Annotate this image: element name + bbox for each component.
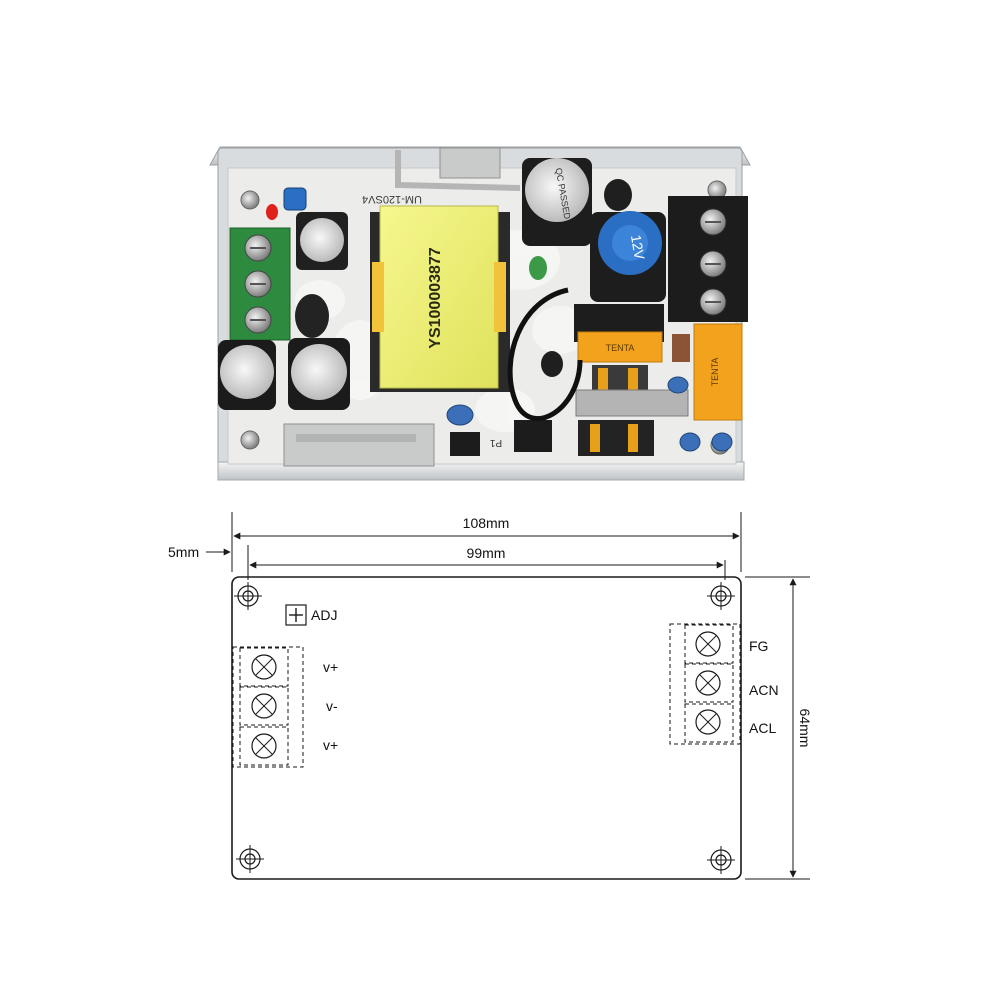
output-label-1: v+ (323, 659, 338, 675)
capacitor-tiny (541, 351, 563, 377)
terminal-screw-out-1 (251, 654, 277, 680)
extension-lines (231, 512, 810, 880)
ic-chips: P1 (450, 420, 552, 456)
inductor-brand-right: TENTA (710, 358, 720, 387)
inductor-brand-left: TENTA (606, 343, 635, 353)
transformer-marking: YS100003877 (427, 247, 444, 349)
capacitor-small-output (296, 212, 348, 270)
capacitor-output-1 (218, 340, 276, 410)
dim-108-label: 108mm (463, 515, 510, 531)
power-supply-photo: YS100003877 UM-120SV4 QC PASSED 12V TENT… (209, 146, 751, 481)
mounting-hole-top-left (234, 582, 262, 610)
mounting-hole-bottom-right (707, 846, 735, 874)
adjust-potentiometer (283, 187, 307, 211)
common-mode-choke: TENTA (574, 304, 689, 417)
board-outline (231, 576, 742, 880)
terminal-screw-out-2 (251, 693, 277, 719)
output-label-3: v+ (323, 737, 338, 753)
heatsink-bottom (283, 423, 435, 467)
green-capacitor (529, 256, 547, 280)
adj-potentiometer: ADJ (285, 604, 337, 626)
terminal-screw-out-3 (251, 733, 277, 759)
input-label-acl: ACL (749, 720, 776, 736)
dimension-hole-spacing: 99mm (249, 545, 724, 569)
capacitor-qc: QC PASSED (522, 158, 592, 246)
x-capacitor: TENTA (693, 323, 743, 421)
input-terminal-block: FG ACN ACL (669, 623, 779, 745)
adj-label: ADJ (311, 607, 337, 623)
ic-marking: P1 (489, 437, 502, 448)
capacitor-voltage: 12V (628, 233, 648, 261)
wire-loop (507, 287, 583, 421)
terminal-screw-in-3 (695, 709, 721, 735)
silkscreen-model: UM-120SV4 (362, 193, 422, 205)
heatsink-top (439, 147, 501, 179)
mounting-hole-bottom-left (236, 845, 264, 873)
capacitor-input: 12V (590, 211, 666, 302)
led-indicator (266, 204, 278, 220)
terminal-screw-in-2 (695, 670, 721, 696)
heatsink-bracket (395, 150, 521, 191)
input-label-acn: ACN (749, 682, 779, 698)
transistor-small (604, 179, 632, 211)
dimension-edge-offset: 5mm (168, 544, 231, 560)
output-terminal-block-photo (229, 227, 291, 341)
capacitor-output-2 (288, 338, 350, 410)
dim-5-label: 5mm (168, 544, 199, 560)
dim-64-label: 64mm (797, 709, 813, 748)
input-label-fg: FG (749, 638, 768, 654)
dimension-overall-width: 108mm (233, 515, 740, 540)
heatsink-bottom-fin (296, 434, 416, 442)
transformer: YS100003877 (370, 205, 510, 392)
terminal-screw-in-1 (695, 631, 721, 657)
output-label-2: v- (326, 698, 338, 714)
input-terminal-block-photo (668, 196, 748, 322)
output-terminal-block: v+ v- v+ (232, 646, 338, 768)
output-choke (295, 294, 329, 338)
mounting-hole-top-right (707, 582, 735, 610)
filter-inductor (578, 420, 654, 456)
fuse-brown (672, 334, 690, 362)
dim-99-label: 99mm (467, 545, 506, 561)
y-capacitors (446, 376, 733, 452)
dimension-height: 64mm (789, 578, 813, 878)
